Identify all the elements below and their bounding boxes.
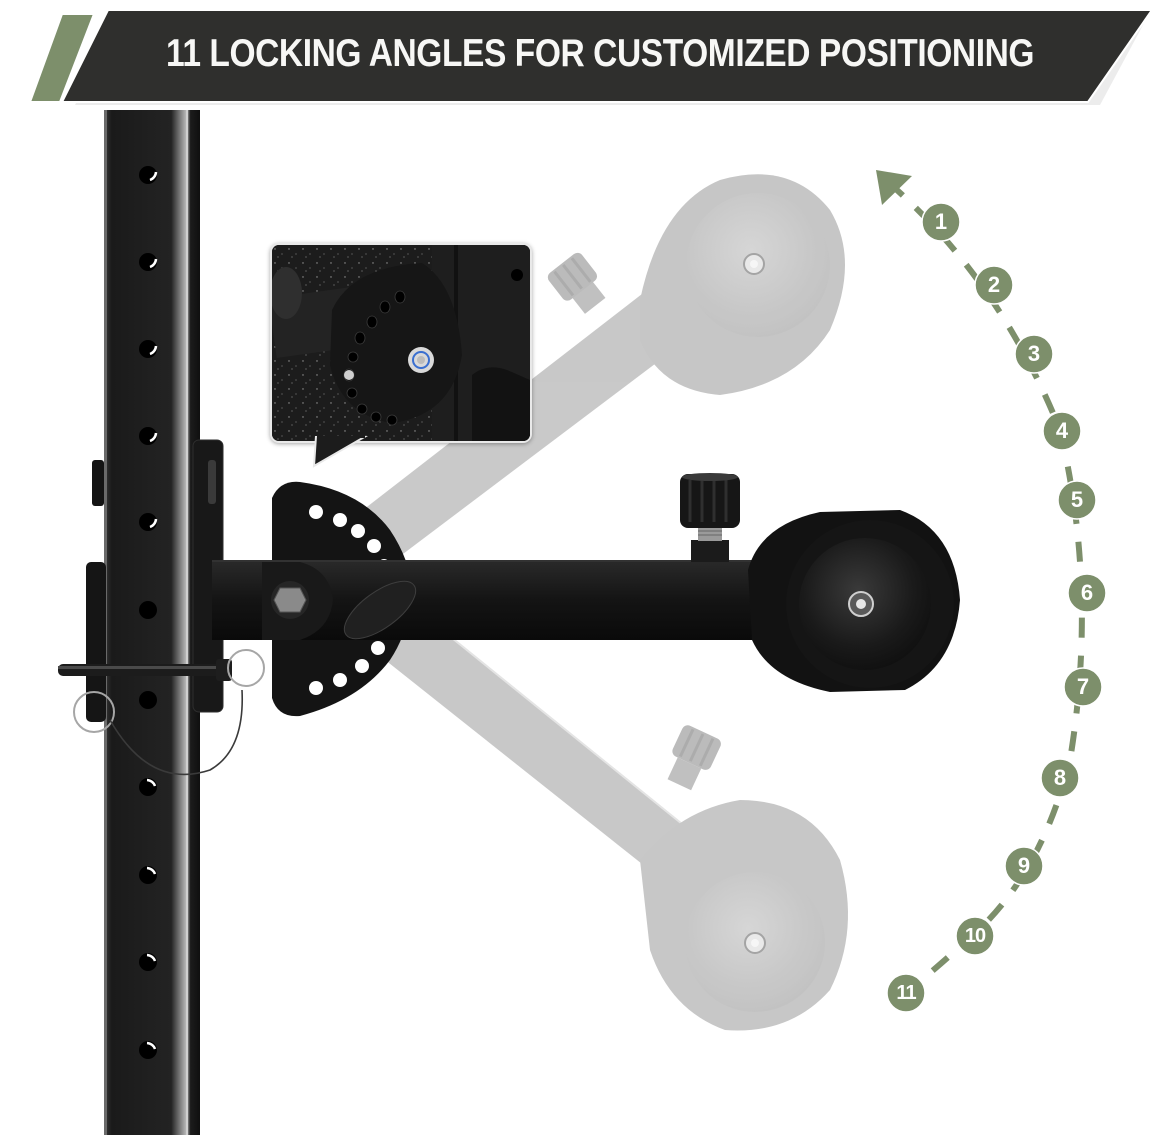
angle-marker-10 bbox=[955, 916, 995, 956]
main-arm bbox=[212, 560, 772, 640]
angle-marker-6 bbox=[1067, 573, 1107, 613]
banner bbox=[0, 0, 1170, 110]
angle-marker-2 bbox=[974, 265, 1014, 305]
arrow-up-left-icon bbox=[876, 170, 912, 205]
ghost-upper-knob bbox=[547, 252, 606, 314]
foam-roller bbox=[748, 510, 960, 692]
angle-position-markers bbox=[886, 202, 1107, 1013]
closeup-image bbox=[272, 245, 530, 441]
angle-marker-4 bbox=[1042, 411, 1082, 451]
angle-marker-1 bbox=[921, 202, 961, 242]
mounting-bracket bbox=[86, 439, 224, 722]
angle-marker-5 bbox=[1057, 480, 1097, 520]
post-holes bbox=[139, 166, 158, 1059]
adjustment-knob bbox=[680, 473, 740, 562]
pull-pin bbox=[58, 649, 265, 776]
angle-marker-9 bbox=[1004, 846, 1044, 886]
angle-marker-7 bbox=[1063, 667, 1103, 707]
angle-marker-11 bbox=[886, 973, 926, 1013]
angle-plate-closeup-inset bbox=[270, 243, 532, 443]
rack-upright bbox=[104, 100, 200, 1135]
banner-title: 11 LOCKING ANGLES FOR CUSTOMIZED POSITIO… bbox=[165, 32, 1035, 75]
ghost-lower-knob bbox=[667, 725, 721, 791]
angle-marker-8 bbox=[1040, 758, 1080, 798]
banner-background bbox=[60, 9, 1154, 103]
banner-accent-stripe bbox=[28, 13, 96, 103]
callout-tail bbox=[312, 436, 369, 468]
angle-marker-3 bbox=[1014, 334, 1054, 374]
ghost-arm-lower bbox=[360, 599, 848, 1031]
